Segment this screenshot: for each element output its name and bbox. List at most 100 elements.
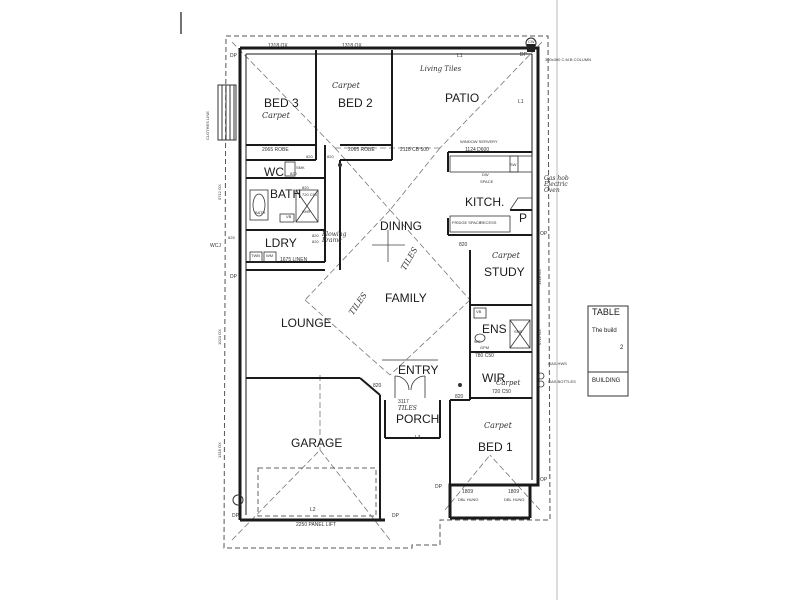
room-dining: DINING (380, 219, 422, 233)
dim-side-right2: 0712 OX (537, 329, 542, 345)
dim-patio-door: 2118 CB 500 (400, 147, 429, 153)
dim-780: 780 C50 (475, 353, 494, 359)
code-sw: SW (510, 162, 517, 167)
dim-820-a: 820 (306, 154, 313, 159)
note-laundry: Flowing Frame (322, 231, 347, 244)
dim-side-left1: 0712 OX (217, 184, 222, 200)
bath-fixtures (249, 161, 319, 263)
note-tiles-porch: TILES (398, 405, 417, 412)
dim-bed1-window2: 1809 (508, 489, 520, 495)
side-table-title: TABLE (592, 307, 620, 317)
room-wir: WIR (482, 371, 506, 385)
note-carpet-bed1: Carpet (484, 421, 512, 430)
code-dp-4: DP (435, 484, 442, 490)
dim-820-d: 820 (290, 171, 297, 176)
note-living-tiles: Living Tiles (420, 65, 462, 73)
room-bed1: BED 1 (478, 440, 513, 454)
code-l3: L3 (415, 435, 421, 441)
garage-slab (257, 467, 377, 517)
code-space: SPACE (480, 179, 494, 184)
note-carpet-bed3: Carpet (262, 111, 290, 120)
dim-820-c: 820 (302, 185, 309, 190)
code-gas-bottles: GAS BOTTLES (548, 379, 576, 384)
code-bath: BATH (255, 210, 266, 215)
side-table-line1: The build (592, 328, 617, 334)
dim-bed1-window1-type: DBL HUNG (458, 497, 479, 502)
kitchen-fixtures (449, 155, 533, 233)
roof-outline (223, 35, 551, 549)
code-vb-ens: VB (476, 309, 482, 314)
code-wc-ens: WC (474, 339, 481, 344)
note-carpet-wir: Carpet (496, 379, 521, 387)
inner-wall-lines (245, 53, 533, 515)
dim-720-c50: 720 C50 (302, 192, 318, 197)
room-garage: GARAGE (291, 436, 343, 450)
roof-hip-lines (231, 41, 543, 541)
room-lounge: LOUNGE (281, 316, 332, 330)
note-carpet-bed2: Carpet (332, 81, 360, 90)
ensuite-fixtures (473, 307, 531, 349)
side-table-footer: BUILDING (592, 378, 621, 384)
note-kitchen: Gas hob Electric Oven (544, 175, 569, 194)
code-op-2: OP (540, 477, 548, 483)
dim-720-b: 720 C50 (492, 389, 511, 395)
room-bed3: BED 3 (264, 96, 299, 110)
room-study: STUDY (484, 265, 525, 279)
column (527, 44, 535, 52)
code-gpm: GPM (480, 345, 490, 350)
room-ensuite: ENS (482, 322, 507, 336)
code-wm: WM (266, 253, 274, 258)
room-laundry: LDRY (265, 236, 297, 250)
gas-bottle (537, 372, 545, 380)
dim-dining-820: 820 (459, 242, 468, 248)
code-cw: CW (528, 39, 535, 44)
room-bath: BATH (270, 187, 302, 201)
downpipe-marker (232, 494, 244, 506)
dim-top-mid: 1318 OX (342, 43, 362, 49)
code-dp-5: DP (232, 513, 239, 519)
dim-820-b: 820 (327, 154, 334, 159)
clothes-line (217, 84, 237, 141)
code-dw: DW (482, 172, 489, 177)
code-twb: TWB (251, 253, 260, 258)
dim-side-left2: 1024 OX (217, 329, 222, 345)
dim-top-left: 1318 OX (268, 43, 288, 49)
code-column: 300x300 C.M.B COLUMN (545, 57, 592, 62)
code-op-1: OP (540, 231, 548, 237)
room-family: FAMILY (385, 291, 427, 305)
dim-820-e: 820 (312, 233, 319, 238)
code-recess: RECESS (480, 220, 497, 225)
side-table-line2: 2 (620, 345, 624, 351)
room-bed2: BED 2 (338, 96, 373, 110)
code-l1: L1 (457, 53, 463, 59)
dim-window: WINDOW SERVERY (460, 139, 498, 144)
code-l2: L2 (310, 507, 316, 513)
room-entry: ENTRY (398, 363, 439, 377)
room-pantry: P (519, 211, 528, 225)
code-shr: SHR (302, 209, 311, 214)
code-clothes-line: CLOTHES LINE (205, 111, 210, 140)
code-l1-b: L1 (518, 99, 524, 105)
dim-linen: 1675 LINEN (280, 257, 308, 263)
room-porch: PORCH (396, 412, 440, 426)
dim-side-right1: 1318 OX (537, 269, 542, 285)
dim-bed1-window1: 1809 (462, 489, 474, 495)
dim-garage-820: 820 (373, 383, 382, 389)
dim-entry-820: 820 (455, 394, 464, 400)
room-patio: PATIO (445, 91, 480, 105)
code-smk: SMK (296, 165, 305, 170)
side-table-box (587, 305, 629, 397)
code-dp-6: DP (392, 513, 399, 519)
code-dp-3: DP (230, 274, 237, 280)
dim-side-left3: 1318 OX (217, 442, 222, 458)
code-wcj: WCJ (210, 243, 221, 249)
room-wc: WC (264, 165, 284, 179)
room-kitchen: KITCH. (465, 195, 505, 209)
dim-bed1-window2-type: DBL HUNG (504, 497, 525, 502)
gas-bottle (537, 380, 545, 388)
dim-porch: 3117 (398, 399, 409, 405)
code-vb: VB (286, 214, 292, 219)
dim-820-f: 820 (312, 239, 319, 244)
code-shr-ens: SHR (514, 329, 523, 334)
dim-garage-door: 2250 PANEL LIFT (296, 522, 337, 528)
